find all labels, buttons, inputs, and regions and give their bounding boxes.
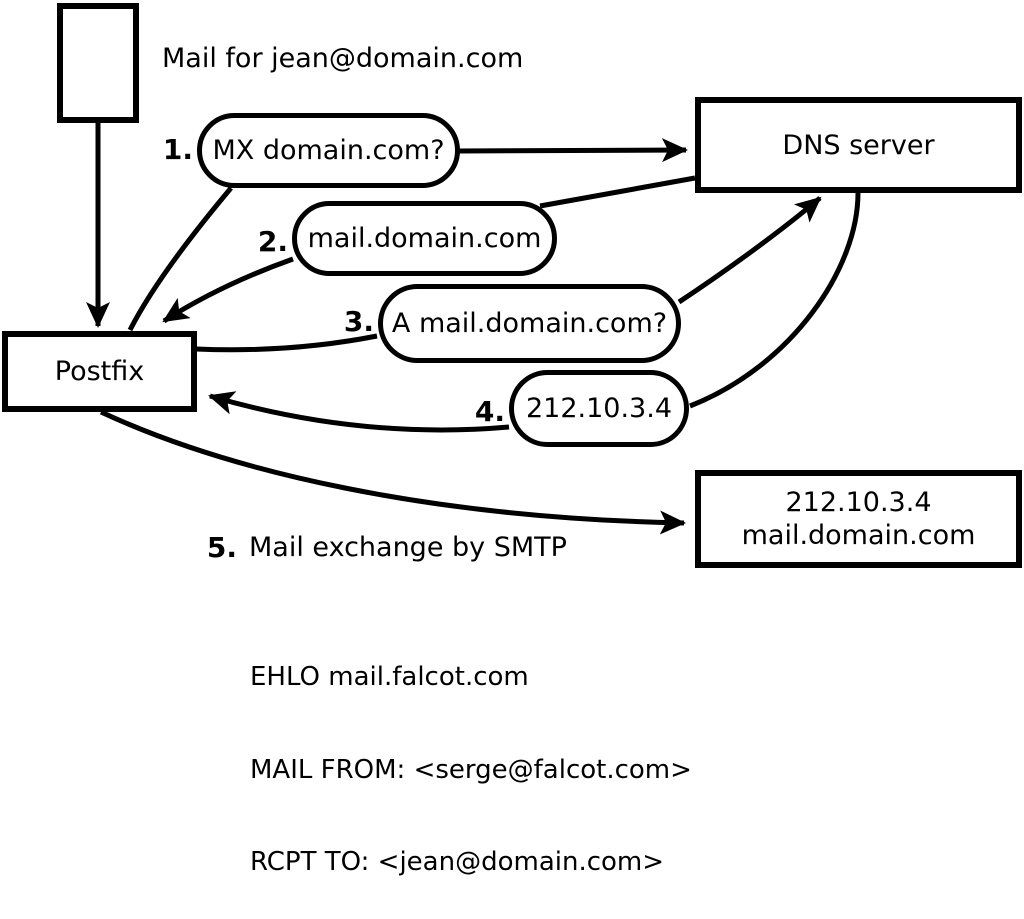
line-postfix-to-pill1 — [127, 186, 233, 332]
line-dns-to-pill2 — [539, 175, 696, 209]
arrow-pill3-to-dns — [677, 196, 822, 305]
step-2-response-mx: mail.domain.com — [292, 201, 557, 276]
step-4-response-a: 212.10.3.4 — [509, 370, 689, 447]
smtp-session-transcript: EHLO mail.falcot.com MAIL FROM: <serge@f… — [250, 601, 692, 919]
smtp-line: RCPT TO: <jean@domain.com> — [250, 847, 665, 877]
mail-server-hostname: mail.domain.com — [741, 520, 976, 551]
step-3-query-a: A mail.domain.com? — [378, 284, 681, 363]
arrow-pill2-to-postfix — [162, 256, 294, 324]
step-number-1: 1. — [162, 133, 193, 166]
mail-server-ip: 212.10.3.4 — [785, 487, 932, 518]
mail-document-icon — [57, 3, 139, 123]
step-number-4: 4. — [474, 395, 505, 428]
postfix-node: Postfix — [2, 331, 197, 412]
step-number-2: 2. — [257, 225, 288, 258]
line-postfix-to-pill3 — [195, 333, 378, 353]
mail-server-node: 212.10.3.4 mail.domain.com — [695, 470, 1022, 568]
smtp-line: MAIL FROM: <serge@falcot.com> — [250, 754, 692, 785]
step-5-label: Mail exchange by SMTP — [249, 532, 567, 563]
arrow-query1-pill-to-dns — [457, 138, 688, 163]
step-number-3: 3. — [343, 305, 374, 338]
step-number-5: 5. — [206, 531, 237, 564]
diagram-title: Mail for jean@domain.com — [162, 43, 524, 74]
line-dns-to-pill4 — [689, 192, 861, 409]
step-1-query-mx: MX domain.com? — [197, 113, 460, 188]
dns-server-node: DNS server — [695, 97, 1022, 193]
smtp-line: EHLO mail.falcot.com — [250, 662, 529, 692]
